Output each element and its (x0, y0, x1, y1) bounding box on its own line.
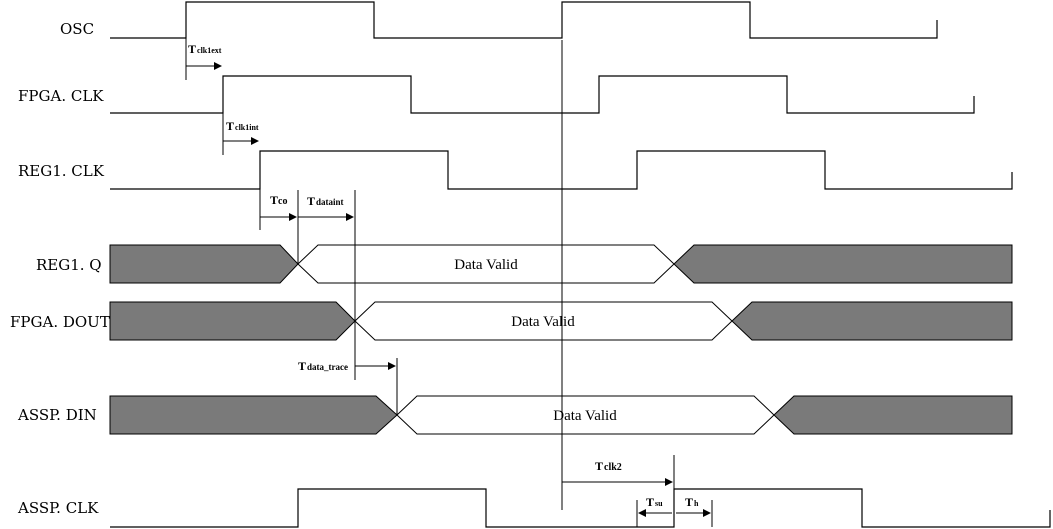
assp-din-data-valid-text: Data Valid (553, 408, 617, 424)
fpga-dout-label: FPGA. DOUT (10, 313, 110, 331)
osc-label: OSC (60, 20, 94, 38)
reg1-clk-label: REG1. CLK (18, 162, 105, 180)
th-label: Th (685, 495, 699, 509)
reg1-q-label: REG1. Q (36, 256, 102, 274)
reg1-q-invalid-left (109, 244, 299, 284)
tclk1int-label: Tclk1int (226, 119, 259, 133)
tclk1ext-label: Tclk1ext (188, 42, 222, 56)
reg1-clk-waveform (110, 150, 1013, 190)
tsu-label: Tsu (646, 495, 663, 509)
assp-din-invalid-left (109, 395, 398, 435)
assp-clk-waveform (110, 488, 1051, 528)
tco-label: Tco (270, 193, 287, 207)
fpga-dout-data-valid-text: Data Valid (511, 314, 575, 330)
assp-din-label: ASSP. DIN (17, 406, 97, 424)
tdata-trace-label: Tdata_trace (298, 359, 348, 373)
fpga-dout-invalid-left (109, 301, 356, 341)
tdataint-label: Tdataint (307, 194, 344, 208)
fpga-dout-invalid-right (731, 301, 1013, 341)
assp-din-invalid-right (773, 395, 1013, 435)
fpga-clk-waveform (110, 75, 975, 114)
osc-waveform (110, 1, 938, 39)
reg1-q-invalid-right (673, 244, 1013, 284)
tclk2-label: Tclk2 (595, 459, 622, 473)
assp-clk-label: ASSP. CLK (17, 499, 99, 517)
reg1-q-data-valid-text: Data Valid (454, 257, 518, 273)
fpga-clk-label: FPGA. CLK (18, 87, 104, 105)
